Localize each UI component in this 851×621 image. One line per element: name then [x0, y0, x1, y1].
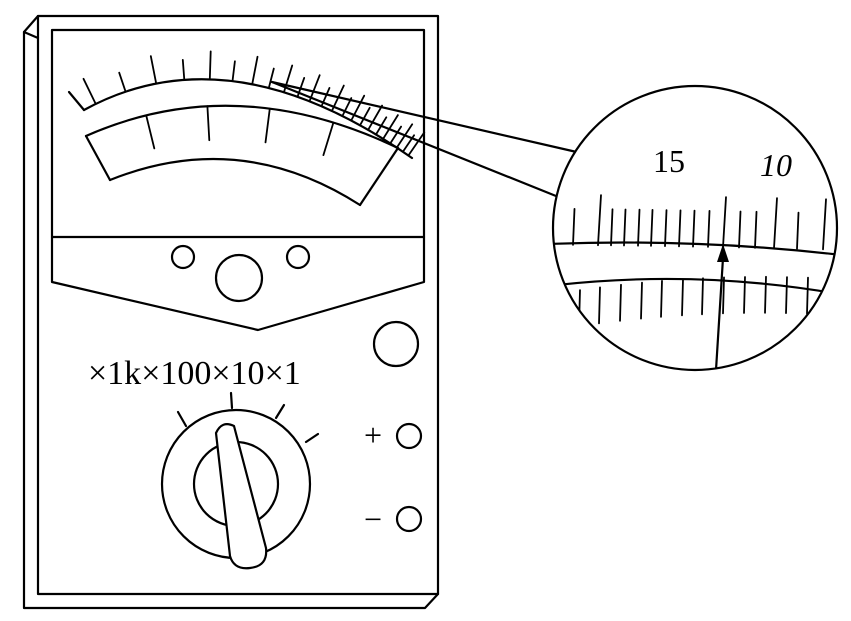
upper-scale-tick: [367, 104, 384, 131]
upper-scale-tick: [181, 59, 186, 81]
magnified-lower-tick: [701, 277, 704, 316]
lower-scale-band: [84, 104, 400, 207]
magnified-scale: [553, 194, 837, 370]
range-selector-switch[interactable]: [160, 391, 320, 570]
negative-terminal-label: −: [364, 501, 382, 537]
index-mark-x100: [229, 391, 234, 410]
upper-scale-ticks: [82, 50, 426, 157]
magnifier-label-10: 10: [760, 147, 792, 183]
magnified-upper-tick: [692, 209, 696, 248]
magnified-lower-tick: [640, 281, 643, 320]
magnified-lower-tick: [785, 276, 788, 315]
index-mark-x10: [274, 403, 286, 420]
positive-terminal[interactable]: [395, 422, 423, 450]
magnified-upper-tick: [754, 210, 758, 249]
magnified-upper-scale-line: [553, 241, 837, 258]
upper-scale-tick: [149, 55, 158, 85]
lower-scale-tick: [206, 105, 211, 142]
terminals: + −: [364, 417, 423, 537]
index-mark-x1: [304, 432, 320, 444]
magnified-upper-tick: [796, 211, 800, 250]
magnified-upper-tick: [597, 194, 602, 247]
upper-scale-tick: [341, 97, 353, 117]
magnifier-circle: [551, 84, 839, 372]
upper-scale-tick: [267, 67, 275, 89]
negative-terminal[interactable]: [395, 505, 423, 533]
ohm-adjust-knob[interactable]: [372, 320, 420, 368]
positive-terminal-label: +: [364, 417, 382, 453]
needle-arrowhead: [717, 244, 729, 262]
right-small-knob[interactable]: [285, 244, 311, 270]
upper-scale: [67, 50, 426, 160]
selector-pointer[interactable]: [214, 423, 268, 570]
meter-body: [22, 14, 440, 610]
upper-scale-tick: [389, 125, 403, 145]
index-mark-x1k: [176, 410, 188, 428]
magnified-upper-tick: [664, 209, 668, 248]
upper-scale-tick: [359, 106, 371, 127]
range-labels: ×1k×100×10×1: [88, 355, 301, 392]
magnified-lower-tick: [743, 276, 746, 314]
magnified-upper-tick: [738, 210, 742, 249]
lower-scale-ticks: [145, 105, 335, 157]
magnified-upper-tick: [722, 196, 727, 249]
magnified-upper-tick: [773, 197, 778, 250]
magnified-lower-scale-line: [553, 277, 837, 298]
magnified-lower-tick: [764, 275, 767, 314]
range-x100-label: ×100: [141, 355, 211, 392]
range-x1k-label: ×1k: [88, 355, 141, 392]
lower-scale-tick: [264, 107, 271, 144]
lower-scale-tick: [322, 121, 335, 157]
upper-scale-tick: [208, 50, 212, 81]
magnified-upper-tick: [822, 198, 827, 251]
magnifier-label-15: 15: [653, 143, 685, 179]
magnified-upper-tick: [707, 209, 711, 248]
lower-scale-tick: [145, 114, 156, 150]
window-buttons: [170, 244, 311, 303]
zero-adjust-knob[interactable]: [214, 253, 264, 303]
meter-needle: [714, 256, 725, 370]
upper-scale-tick: [82, 77, 97, 105]
dial-window: [50, 28, 426, 332]
range-x1-label: ×1: [265, 355, 301, 392]
magnified-upper-tick: [678, 209, 682, 248]
magnified-lower-tick: [806, 276, 809, 315]
magnified-lower-tick: [619, 283, 622, 322]
magnified-upper-tick: [572, 207, 576, 246]
upper-scale-tick: [350, 94, 366, 122]
magnified-lower-tick: [660, 279, 663, 318]
range-x10-label: ×10: [211, 355, 264, 392]
upper-scale-tick: [407, 131, 426, 157]
magnified-upper-tick: [623, 208, 627, 247]
upper-scale-tick: [118, 71, 127, 93]
left-small-knob[interactable]: [170, 244, 196, 270]
magnified-upper-tick: [650, 208, 654, 247]
magnified-lower-tick: [681, 278, 684, 317]
magnifier-callout-lines: [270, 80, 583, 198]
magnified-lower-tick: [722, 276, 725, 315]
upper-scale-tick: [382, 114, 399, 140]
magnified-upper-tick: [637, 208, 641, 247]
magnified-upper-ticks: [572, 194, 827, 251]
upper-scale-tick: [251, 55, 259, 86]
upper-scale-tick: [231, 60, 236, 82]
magnified-lower-tick: [598, 286, 601, 325]
magnified-upper-tick: [610, 208, 614, 247]
